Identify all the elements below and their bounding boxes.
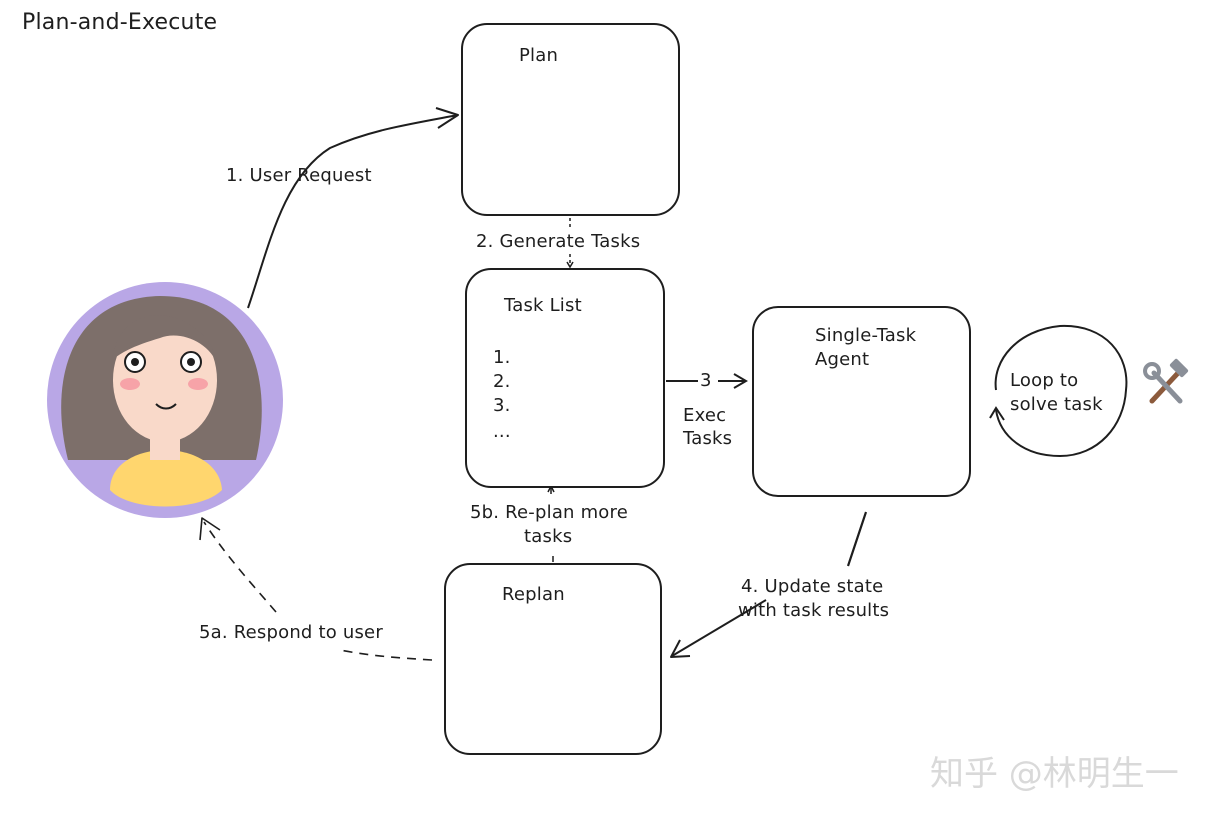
edge-update-state-a bbox=[846, 511, 868, 567]
replan-node bbox=[444, 563, 662, 755]
diagram-title: Plan-and-Execute bbox=[22, 10, 218, 35]
edge-label-exec-number: 3 bbox=[700, 370, 712, 391]
replan-label: Replan bbox=[502, 584, 565, 605]
edge-label-replan-line2: tasks bbox=[524, 526, 573, 547]
edge-label-respond-user: 5a. Respond to user bbox=[199, 622, 383, 643]
agent-node bbox=[752, 306, 971, 497]
edge-loop bbox=[994, 324, 1128, 458]
task-list-item: 1. bbox=[493, 347, 511, 368]
hammer-and-wrench-icon bbox=[1143, 358, 1189, 404]
agent-label-line2: Agent bbox=[815, 349, 870, 370]
edge-label-user-request: 1. User Request bbox=[226, 165, 372, 186]
watermark: 知乎 @林明生一 bbox=[930, 754, 1179, 794]
task-list-item: 3. bbox=[493, 395, 511, 416]
edge-respond-user-b bbox=[203, 521, 277, 613]
edge-label-replan-line1: 5b. Re-plan more bbox=[470, 502, 629, 523]
user-avatar bbox=[47, 282, 283, 518]
plan-label: Plan bbox=[519, 45, 559, 66]
agent-label-line1: Single-Task bbox=[815, 325, 917, 346]
task-list-item: ... bbox=[493, 421, 511, 442]
edge-update-state-b bbox=[671, 599, 767, 657]
edge-respond-user-a bbox=[339, 649, 433, 661]
edge-label-update-line2: with task results bbox=[738, 600, 890, 621]
loop-label-line1: Loop to bbox=[1010, 370, 1079, 391]
plan-node bbox=[461, 23, 680, 216]
edge-user-request bbox=[247, 114, 459, 309]
loop-label-line2: solve task bbox=[1010, 394, 1103, 415]
task-list-item: 2. bbox=[493, 371, 511, 392]
edge-label-generate-tasks: 2. Generate Tasks bbox=[476, 231, 641, 252]
edge-label-exec-line1: Exec bbox=[683, 405, 727, 426]
task-list-label: Task List bbox=[504, 295, 582, 316]
edge-label-exec-line2: Tasks bbox=[683, 428, 733, 449]
task-list-node bbox=[465, 268, 665, 488]
edge-label-update-line1: 4. Update state bbox=[741, 576, 884, 597]
